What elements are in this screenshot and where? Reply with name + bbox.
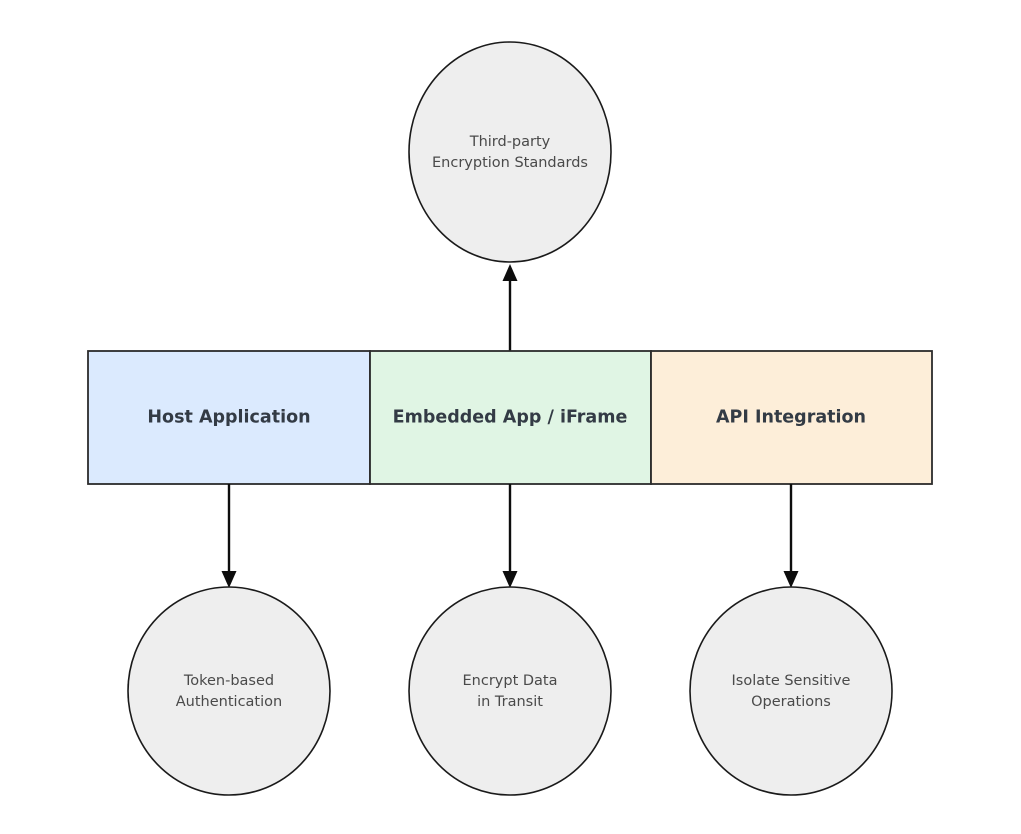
node-label-line-1: Token-based: [183, 673, 274, 689]
lane-embedded-app-iframe[interactable]: [369, 350, 652, 485]
node-label-line-2: Authentication: [176, 694, 282, 710]
node-label-line-2: Operations: [751, 694, 831, 710]
connector-api-to-isolate-operations: [783, 484, 799, 588]
connector-embedded-to-encryption-standards: [502, 264, 518, 351]
ellipse-shape: [127, 586, 331, 796]
connector-host-to-token-auth: [221, 484, 237, 588]
lane-band: Host Application Embedded App / iFrame A…: [87, 350, 933, 485]
node-encrypt-data-in-transit[interactable]: Encrypt Data in Transit: [408, 586, 612, 796]
node-label-line-1: Third-party: [469, 134, 551, 150]
node-label-line-1: Isolate Sensitive: [732, 673, 851, 689]
lane-label-host-application: Host Application: [147, 408, 310, 428]
lane-label-embedded-app-iframe: Embedded App / iFrame: [393, 408, 628, 428]
node-label-line-1: Encrypt Data: [463, 673, 558, 689]
ellipse-shape: [689, 586, 893, 796]
ellipse-shape: [408, 41, 612, 263]
node-third-party-encryption-standards[interactable]: Third-party Encryption Standards: [408, 41, 612, 263]
arrowhead-down-icon: [783, 571, 799, 588]
lane-label-api-integration: API Integration: [716, 408, 866, 428]
node-token-based-authentication[interactable]: Token-based Authentication: [127, 586, 331, 796]
node-label-line-2: Encryption Standards: [432, 155, 588, 171]
node-isolate-sensitive-operations[interactable]: Isolate Sensitive Operations: [689, 586, 893, 796]
connector-embedded-to-encrypt-transit: [502, 484, 518, 588]
ellipse-shape: [408, 586, 612, 796]
node-label-line-2: in Transit: [477, 694, 543, 710]
arrowhead-down-icon: [502, 571, 518, 588]
arrowhead-down-icon: [221, 571, 237, 588]
arrowhead-up-icon: [502, 264, 518, 281]
